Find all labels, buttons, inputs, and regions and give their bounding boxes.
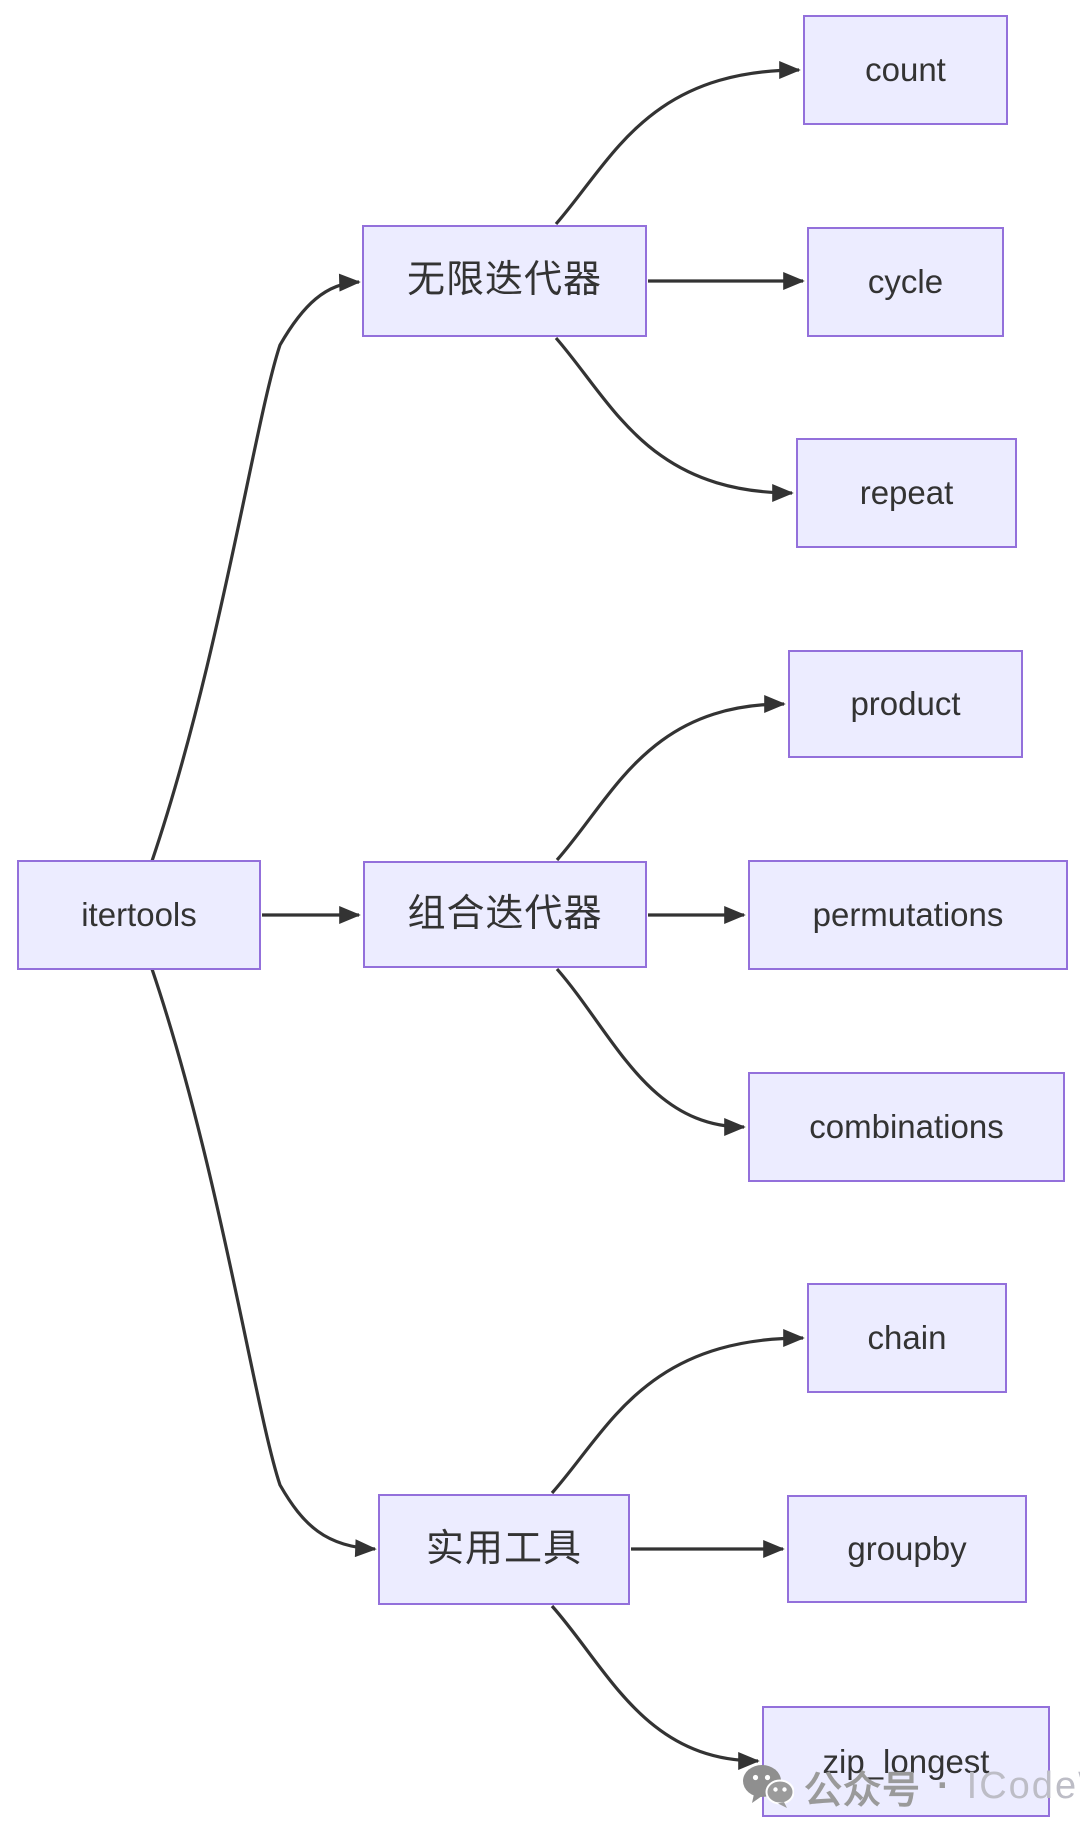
edge-utility-ziplongest bbox=[550, 1604, 760, 1770]
node-combinations-label: combinations bbox=[809, 1108, 1004, 1146]
edge-utility-chain bbox=[550, 1329, 805, 1495]
node-repeat: repeat bbox=[796, 438, 1017, 548]
edge-combinatoric-product bbox=[555, 695, 786, 862]
node-groupby: groupby bbox=[787, 1495, 1027, 1603]
node-infinite-iterators-label: 无限迭代器 bbox=[406, 259, 602, 302]
edge-combinatoric-combinations bbox=[555, 967, 746, 1136]
wechat-icon bbox=[743, 1765, 794, 1808]
node-chain-label: chain bbox=[867, 1319, 947, 1357]
watermark-brand: ICodeWR bbox=[966, 1764, 1080, 1807]
node-cycle-label: cycle bbox=[867, 263, 944, 301]
node-count: count bbox=[803, 15, 1008, 125]
node-combinatoric-iterators-label: 组合迭代器 bbox=[407, 892, 603, 935]
edge-itertools-infinite bbox=[150, 273, 361, 862]
node-product-label: product bbox=[850, 685, 961, 723]
node-count-label: count bbox=[865, 51, 946, 89]
node-combinations: combinations bbox=[748, 1072, 1065, 1182]
node-utility-tools-label: 实用工具 bbox=[425, 1527, 582, 1570]
node-infinite-iterators: 无限迭代器 bbox=[362, 225, 647, 337]
node-repeat-label: repeat bbox=[859, 474, 954, 512]
node-utility-tools: 实用工具 bbox=[378, 1494, 630, 1605]
watermark-separator: · bbox=[937, 1764, 951, 1807]
node-chain: chain bbox=[807, 1283, 1007, 1393]
node-groupby-label: groupby bbox=[847, 1530, 967, 1568]
watermark: 公众号 · ICodeWR bbox=[742, 1760, 1080, 1812]
node-cycle: cycle bbox=[807, 227, 1004, 337]
node-permutations-label: permutations bbox=[812, 896, 1004, 934]
node-combinatoric-iterators: 组合迭代器 bbox=[363, 861, 647, 968]
node-itertools: itertools bbox=[17, 860, 261, 970]
watermark-prefix: 公众号 bbox=[804, 1769, 922, 1812]
node-zip-longest-label: zip_longest bbox=[822, 1742, 990, 1780]
edge-infinite-repeat bbox=[554, 336, 794, 502]
node-itertools-label: itertools bbox=[81, 896, 197, 934]
node-permutations: permutations bbox=[748, 860, 1068, 970]
edge-infinite-count bbox=[554, 61, 801, 226]
node-zip-longest: zip_longest bbox=[762, 1706, 1050, 1817]
edge-itertools-utility bbox=[150, 968, 377, 1558]
node-product: product bbox=[788, 650, 1023, 758]
